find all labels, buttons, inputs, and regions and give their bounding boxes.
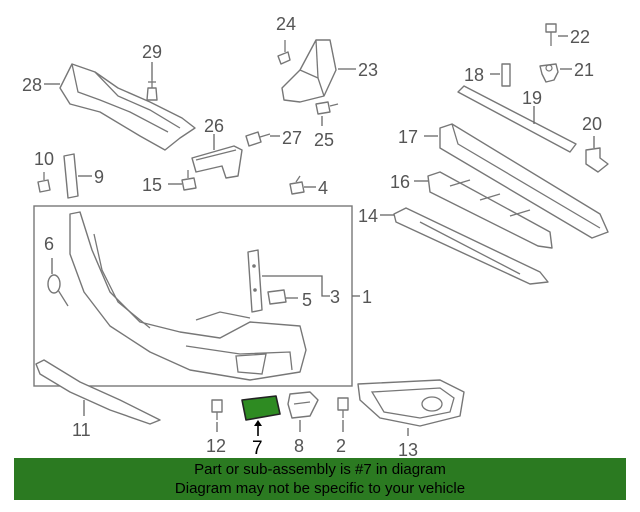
callout-17: 17 — [398, 127, 418, 147]
callout-25: 25 — [314, 130, 334, 150]
leader-7-arrowhead — [254, 420, 262, 426]
callout-21: 21 — [574, 60, 594, 80]
part-15-bolt — [181, 170, 197, 191]
part-29-bolt — [146, 80, 158, 101]
callout-27: 27 — [282, 128, 302, 148]
callout-24: 24 — [276, 14, 296, 34]
banner-line-1: Part or sub-assembly is #7 in diagram — [194, 461, 446, 478]
part-8-bracket — [287, 391, 319, 419]
part-2-bolt — [337, 397, 349, 418]
callout-12: 12 — [206, 436, 226, 456]
part-18-screw — [501, 63, 511, 87]
callout-26: 26 — [204, 116, 224, 136]
part-4-bolt — [289, 175, 305, 195]
part-11-molding — [35, 359, 161, 425]
callout-14: 14 — [358, 206, 378, 226]
part-3-bracket — [247, 249, 263, 313]
callout-1: 1 — [362, 287, 372, 307]
part-10-screw — [37, 172, 51, 193]
part-5-clip — [267, 289, 287, 305]
callout-19: 19 — [522, 88, 542, 108]
part-27-bolt — [245, 131, 271, 147]
part-26-bracket — [191, 145, 243, 179]
callout-10: 10 — [34, 149, 54, 169]
callout-13: 13 — [398, 440, 418, 460]
callout-18: 18 — [464, 65, 484, 85]
callout-20: 20 — [582, 114, 602, 134]
part-1-bumper-cover — [69, 211, 307, 381]
callout-28: 28 — [22, 75, 42, 95]
part-16-absorber — [427, 171, 553, 249]
part-20-clip — [585, 147, 609, 173]
callout-3: 3 — [330, 287, 340, 307]
callout-22: 22 — [570, 27, 590, 47]
part-6-sensor — [47, 274, 69, 307]
part-13-fog-grille — [357, 379, 465, 427]
part-19-strip — [457, 85, 577, 153]
info-banner: Part or sub-assembly is #7 in diagram Di… — [14, 458, 626, 500]
part-12-bolt — [211, 399, 223, 420]
callout-29: 29 — [142, 42, 162, 62]
callout-11: 11 — [72, 420, 91, 440]
callout-7: 7 — [252, 438, 263, 459]
callout-9: 9 — [94, 167, 104, 187]
part-21-clip — [539, 63, 559, 83]
leader-3 — [262, 275, 330, 299]
part-28-shield — [59, 63, 196, 151]
callout-23: 23 — [358, 60, 378, 80]
callout-15: 15 — [142, 175, 162, 195]
callout-6: 6 — [44, 234, 54, 254]
part-7-highlighted — [241, 395, 281, 421]
part-23-bracket — [281, 39, 337, 103]
part-9-strip — [63, 153, 79, 199]
part-17-impact-bar — [439, 123, 609, 239]
banner-line-2: Diagram may not be specific to your vehi… — [174, 480, 466, 497]
part-24-bolt — [277, 40, 291, 65]
part-25-bolt — [315, 101, 339, 115]
callout-4: 4 — [318, 178, 328, 198]
callout-8: 8 — [294, 436, 304, 456]
callout-2: 2 — [336, 436, 346, 456]
callout-16: 16 — [390, 172, 410, 192]
callout-5: 5 — [302, 290, 312, 310]
part-14-lower-absorber — [393, 207, 549, 285]
part-22-bolt — [545, 23, 557, 46]
